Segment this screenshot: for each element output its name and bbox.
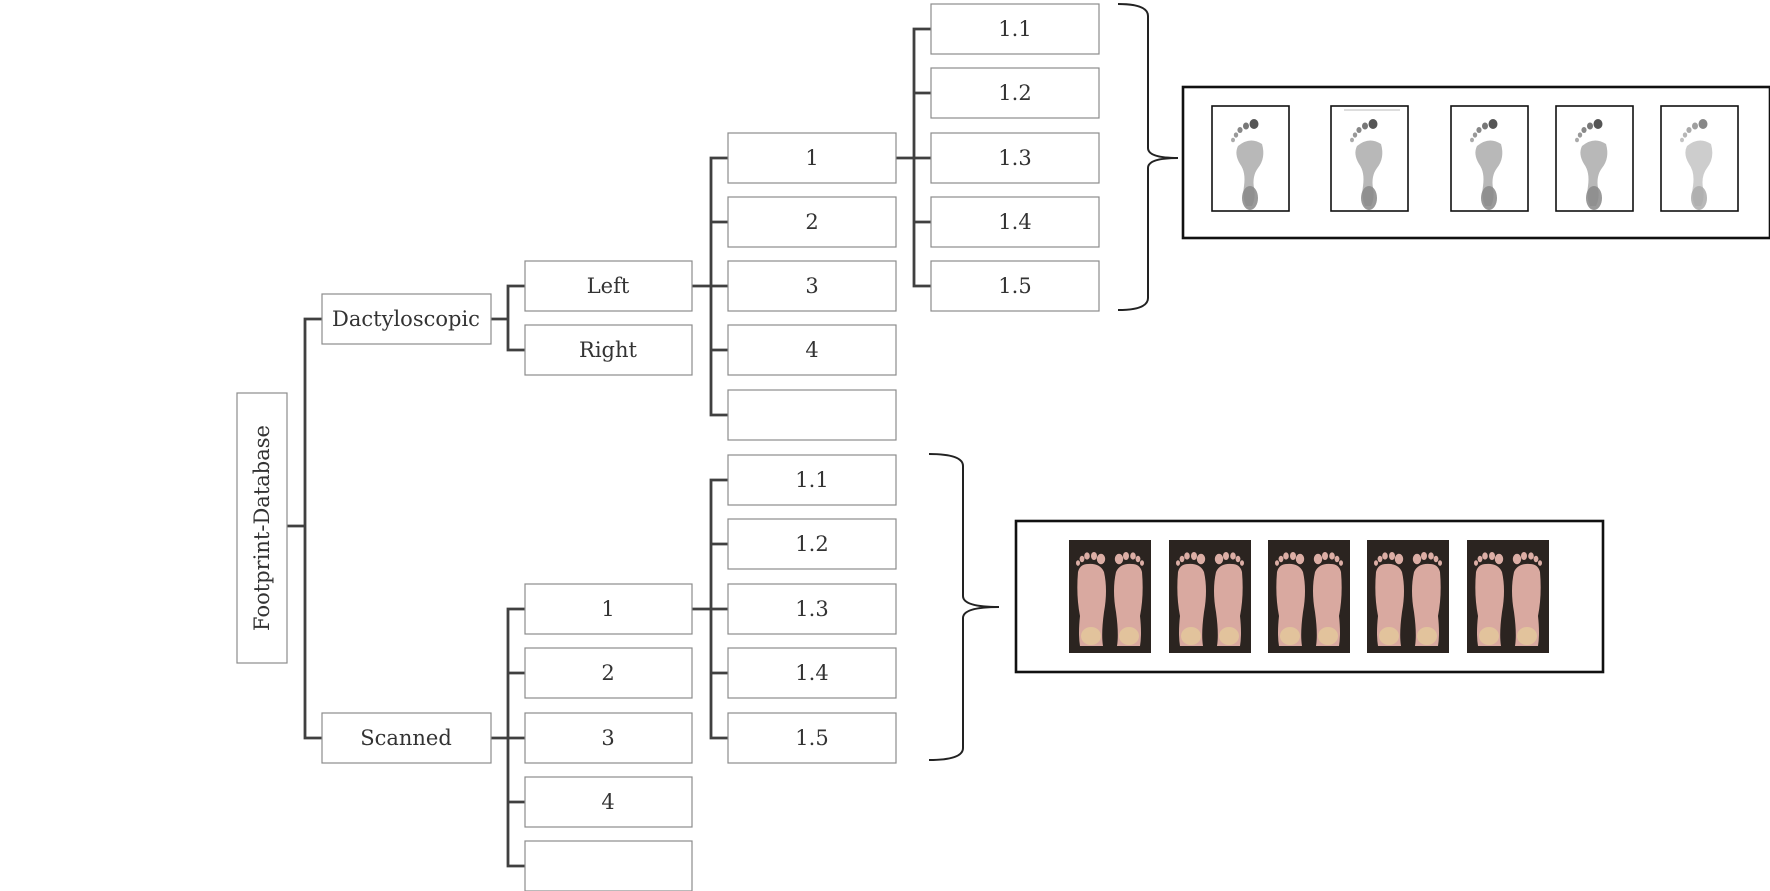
root-node: Footprint-Database: [236, 392, 288, 664]
sample-label: 1.3: [998, 146, 1031, 170]
sample-label: 1.3: [795, 597, 828, 621]
dactyloscopic-subject-node: [727, 389, 897, 441]
scanned-sample-node: 1.5: [727, 712, 897, 764]
subject-label: 1: [805, 146, 818, 170]
sample-label: 1.2: [795, 532, 828, 556]
dactyloscopic-subject-node: 3: [727, 260, 897, 312]
scanned-subject-node: 2: [524, 647, 693, 699]
right-label: Right: [579, 338, 637, 362]
scanned-sample-node: 1.1: [727, 454, 897, 506]
ink-footprint-image: [1450, 105, 1529, 212]
sample-label: 1.5: [795, 726, 828, 750]
left-label: Left: [587, 274, 630, 298]
scanned-feet-panel: [1014, 519, 1605, 674]
ink-footprint-image: [1330, 105, 1409, 212]
scanned-feet-image: [1169, 540, 1251, 653]
scanned-sample-node: 1.4: [727, 647, 897, 699]
scanned-subject-node: [524, 840, 693, 891]
ink-footprint-image: [1660, 105, 1739, 212]
sample-label: 1.1: [795, 468, 828, 492]
dactyloscopic-sample-node: 1.4: [930, 196, 1100, 248]
subject-label: 4: [805, 338, 818, 362]
scanned-label: Scanned: [360, 726, 452, 750]
dactyloscopic-sample-node: 1.3: [930, 132, 1100, 184]
dactyloscopic-subject-node: 2: [727, 196, 897, 248]
dactyloscopic-subject-node: 4: [727, 324, 897, 376]
scanned-subject-node: 1: [524, 583, 693, 635]
sample-label: 1.5: [998, 274, 1031, 298]
sample-label: 1.1: [998, 17, 1031, 41]
scanned-feet-image: [1069, 540, 1151, 653]
ink-footprint-image: [1211, 105, 1290, 212]
dactyloscopic-label: Dactyloscopic: [332, 307, 480, 331]
scanned-sample-node: 1.2: [727, 518, 897, 570]
scanned-feet-image: [1268, 540, 1350, 653]
subject-label: 2: [601, 661, 614, 685]
subject-label: 4: [601, 790, 614, 814]
dactyloscopic-samples-brace: [1117, 3, 1179, 311]
sample-label: 1.2: [998, 81, 1031, 105]
connector-lines: [285, 27, 933, 868]
left-node: Left: [524, 260, 693, 312]
sample-label: 1.4: [795, 661, 828, 685]
subject-label: 2: [805, 210, 818, 234]
subject-label: 3: [805, 274, 818, 298]
scanned-sample-node: 1.3: [727, 583, 897, 635]
dactyloscopic-subject-node: 1: [727, 132, 897, 184]
scanned-node: Scanned: [321, 712, 492, 764]
ink-footprint-panel: [1181, 85, 1770, 240]
scanned-subject-node: 3: [524, 712, 693, 764]
scanned-samples-brace: [928, 453, 1000, 761]
sample-label: 1.4: [998, 210, 1031, 234]
scanned-subject-node: 4: [524, 776, 693, 828]
dactyloscopic-node: Dactyloscopic: [321, 293, 492, 345]
dactyloscopic-sample-node: 1.5: [930, 260, 1100, 312]
right-node: Right: [524, 324, 693, 376]
scanned-feet-image: [1367, 540, 1449, 653]
subject-label: 3: [601, 726, 614, 750]
root-label: Footprint-Database: [250, 425, 274, 631]
dactyloscopic-sample-node: 1.2: [930, 67, 1100, 119]
dactyloscopic-sample-node: 1.1: [930, 3, 1100, 55]
scanned-feet-image: [1467, 540, 1549, 653]
subject-label: 1: [601, 597, 614, 621]
ink-footprint-image: [1555, 105, 1634, 212]
